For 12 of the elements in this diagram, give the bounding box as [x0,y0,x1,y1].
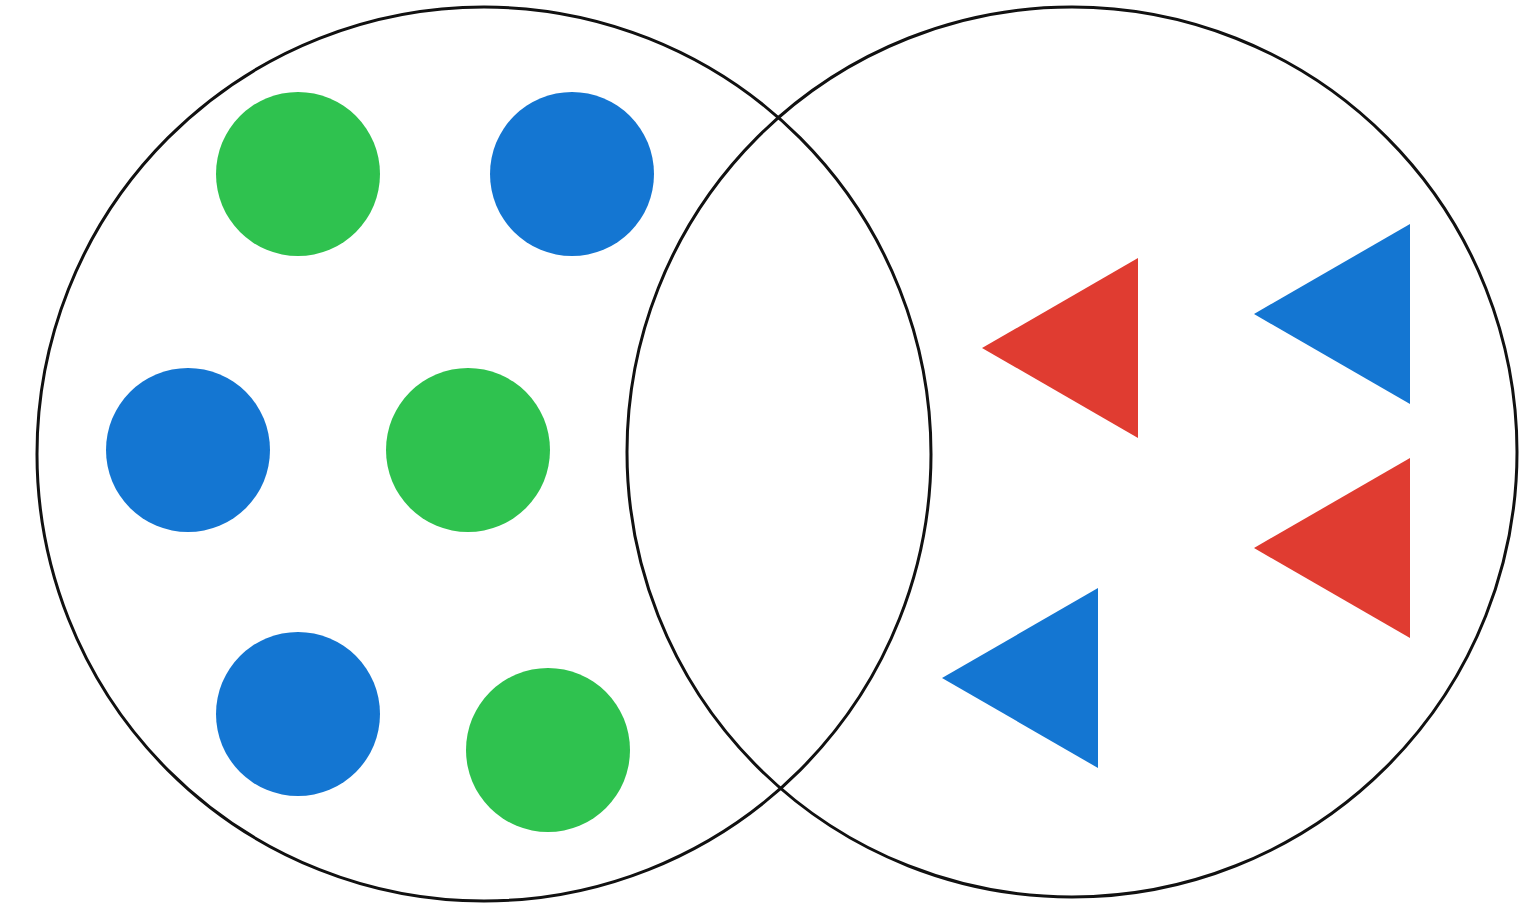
triangle-shape [982,258,1138,438]
triangle-shape [1254,458,1410,638]
dot [216,92,380,256]
dot [386,368,550,532]
triangle-shape [1254,224,1410,404]
triangle-shape [942,588,1098,768]
dot [466,668,630,832]
set-circle [624,4,1520,900]
dot [216,632,380,796]
dot [106,368,270,532]
set-circle [34,4,934,904]
dot [490,92,654,256]
